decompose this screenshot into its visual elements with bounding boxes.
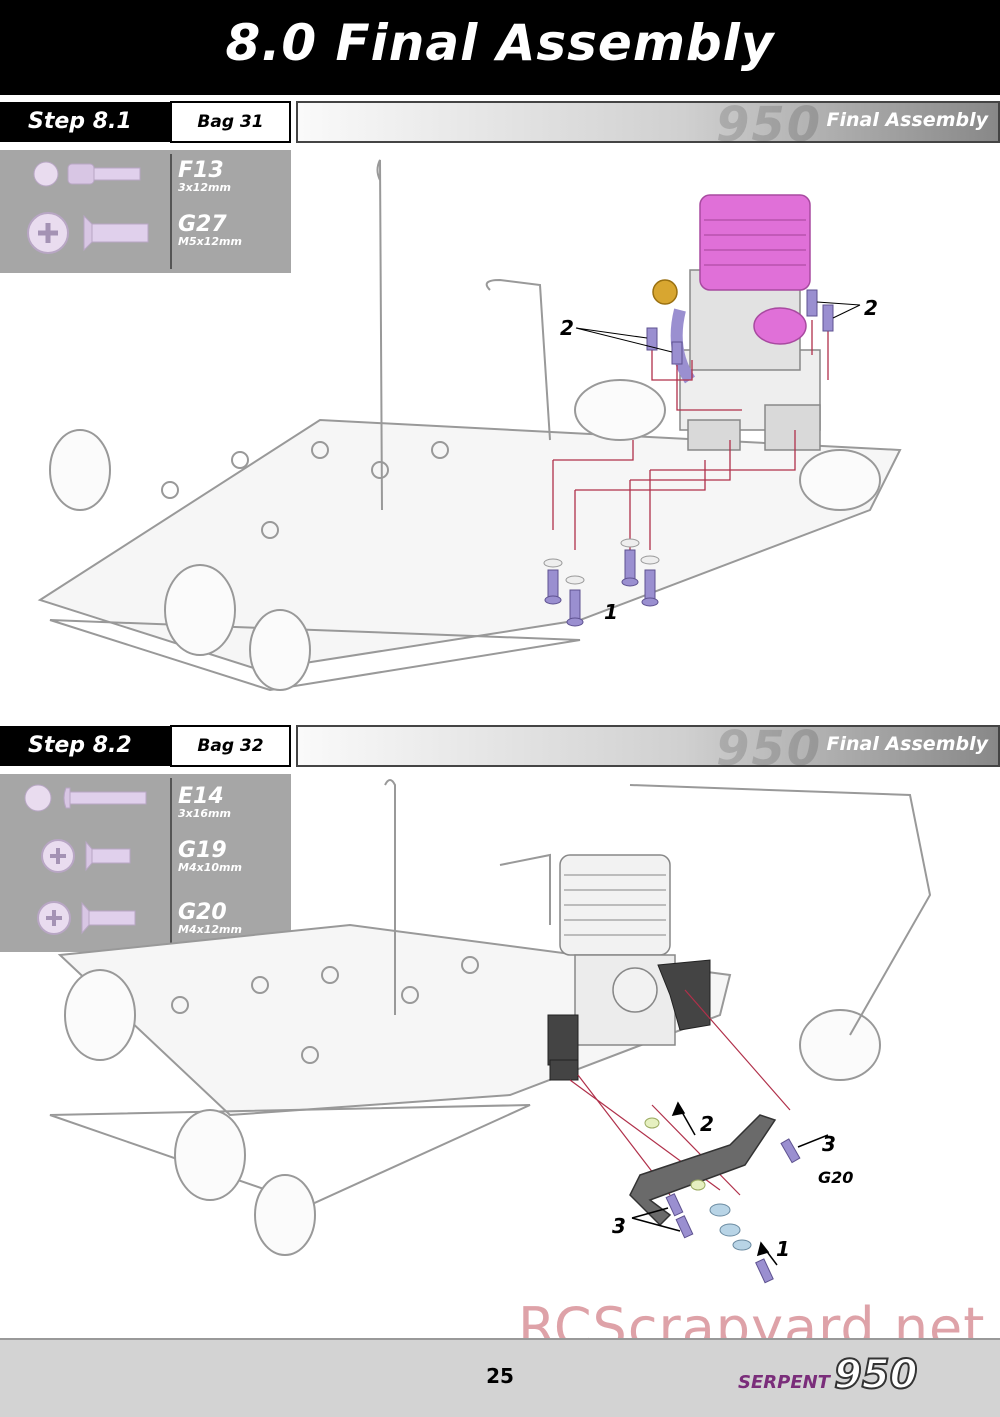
part-code-f13: F13 xyxy=(178,158,224,183)
callout-3-right: 3 xyxy=(822,1132,836,1156)
step-8-2-banner: 950 Final Assembly xyxy=(296,721,1000,777)
page-number: 25 xyxy=(486,1364,514,1388)
callout-1: 1 xyxy=(604,600,618,624)
part-code-g20: G20 xyxy=(178,900,227,925)
part-size-g19: M4x10mm xyxy=(178,861,242,874)
cap-screw-icon xyxy=(33,161,141,187)
callout-2: 2 xyxy=(700,1112,714,1136)
step-8-1-banner: 950 Final Assembly xyxy=(296,97,1000,153)
callout-1: 1 xyxy=(776,1237,790,1261)
page-title: 8.0 Final Assembly xyxy=(225,14,775,72)
brand-model: 950 xyxy=(833,1351,918,1399)
parts-divider xyxy=(170,154,172,269)
cap-screw-icon xyxy=(24,784,147,812)
banner-model-watermark: 950 xyxy=(716,721,823,777)
step-8-1-label: Step 8.1 xyxy=(0,102,170,142)
part-size-f13: 3x12mm xyxy=(178,181,231,194)
step-8-1-illustration xyxy=(37,159,902,692)
callout-2-right: 2 xyxy=(864,296,878,320)
page-footer xyxy=(0,1338,1000,1417)
banner-section-title: Final Assembly xyxy=(826,733,988,755)
parts-divider xyxy=(170,778,172,948)
banner-section-title: Final Assembly xyxy=(826,109,988,131)
title-bar xyxy=(0,0,1000,95)
step-8-2-label: Step 8.2 xyxy=(0,726,170,766)
countersunk-screw-icon xyxy=(37,901,136,935)
countersunk-screw-icon xyxy=(41,839,131,873)
brand-name: SERPENT xyxy=(738,1372,830,1393)
part-size-g20: M4x12mm xyxy=(178,923,242,936)
step-8-1-bag: Bag 31 xyxy=(170,101,291,143)
part-size-e14: 3x16mm xyxy=(178,807,231,820)
part-size-g27: M5x12mm xyxy=(178,235,242,248)
part-code-e14: E14 xyxy=(178,784,224,809)
step-8-2-bag: Bag 32 xyxy=(170,725,291,767)
callout-3-left: 3 xyxy=(612,1214,626,1238)
banner-model-watermark: 950 xyxy=(716,97,823,153)
part-code-g27: G27 xyxy=(178,212,227,237)
callout-2-left: 2 xyxy=(560,316,574,340)
step-8-2-illustration xyxy=(49,779,932,1284)
part-code-g19: G19 xyxy=(178,838,227,863)
callout-g20: G20 xyxy=(818,1168,854,1187)
countersunk-screw-icon xyxy=(27,212,149,254)
